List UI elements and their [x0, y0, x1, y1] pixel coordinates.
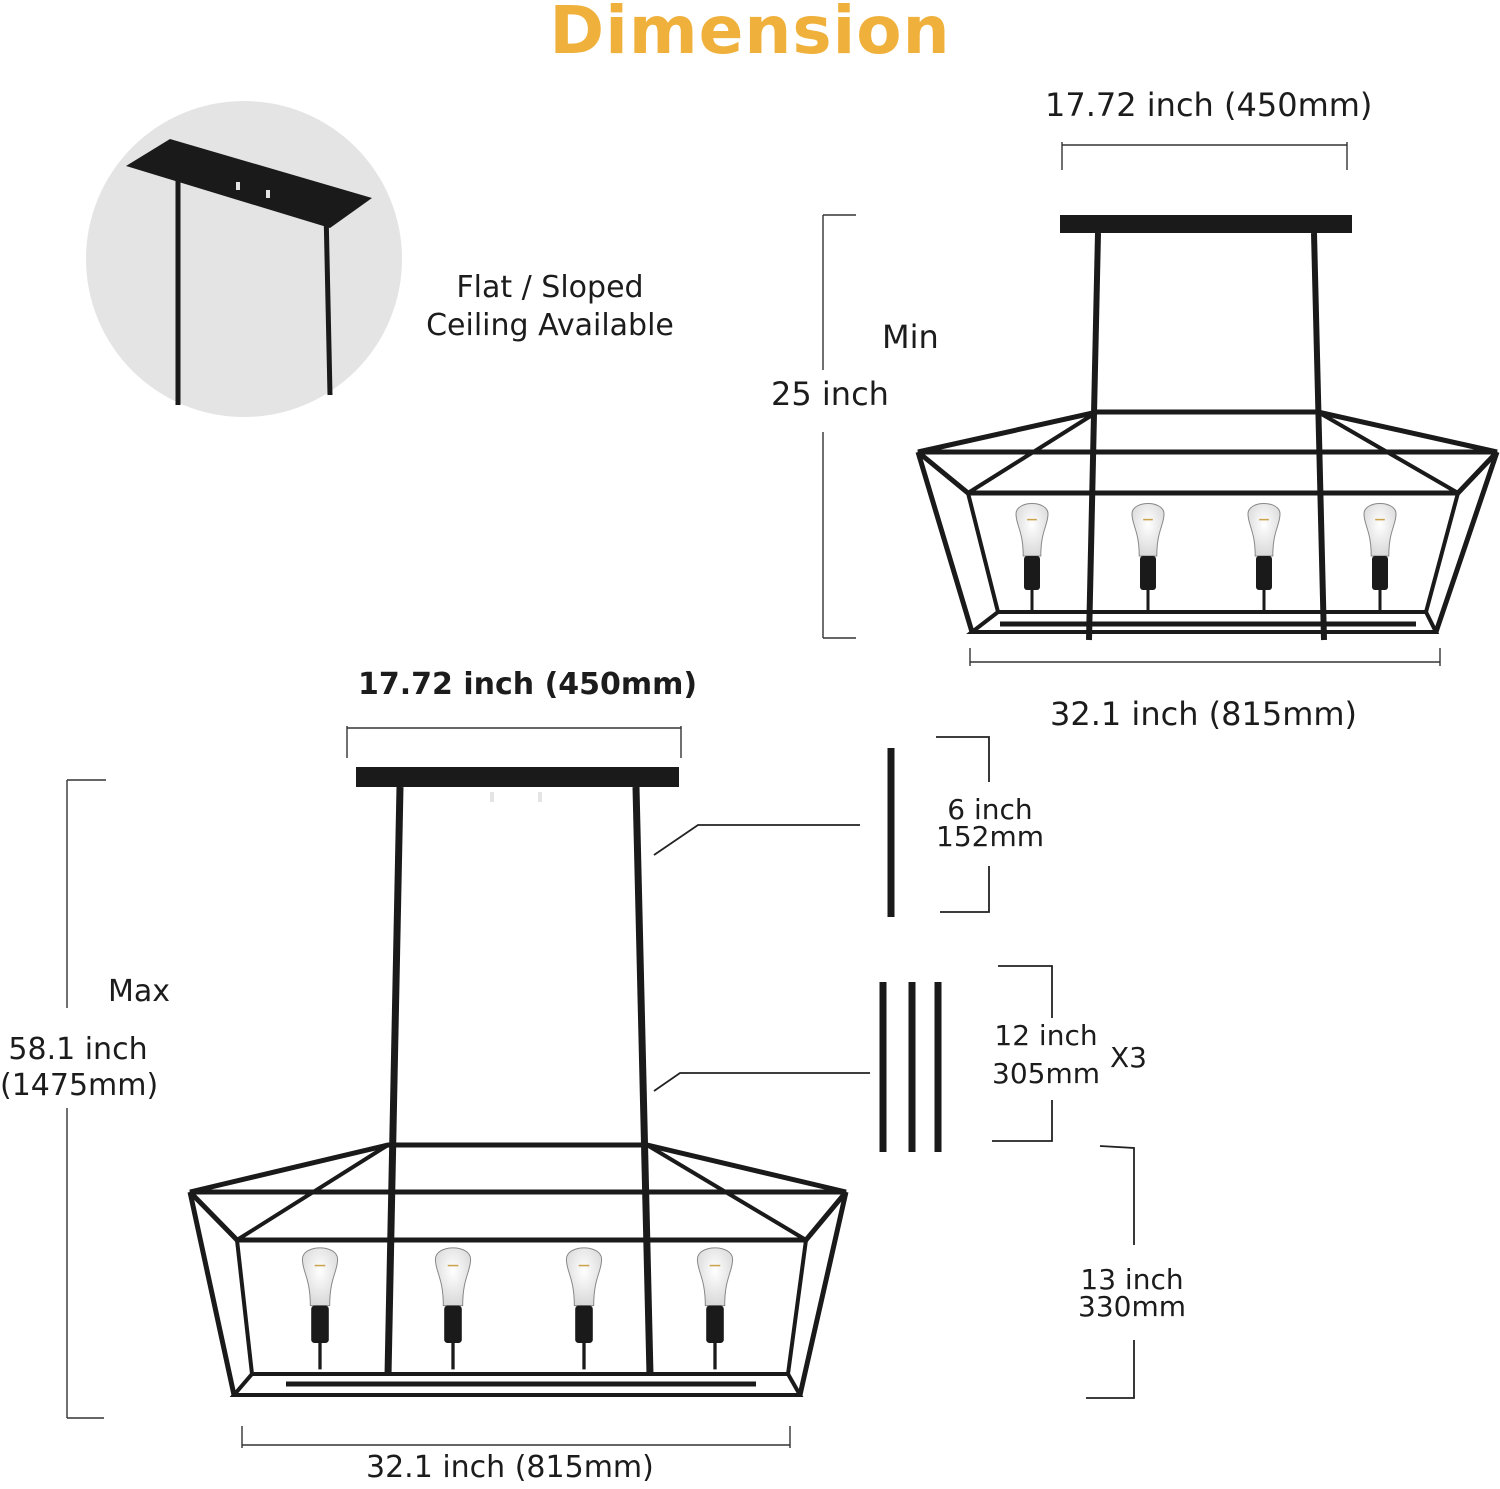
min-bulbs: [1015, 503, 1397, 614]
max-fixture: [187, 767, 849, 1397]
min-bulb-icon: [1131, 503, 1165, 614]
short-rod-label-line2: 152mm: [936, 820, 1044, 853]
min-dimension-lines: [822, 142, 1441, 666]
long-rod-label-line2: 305mm: [992, 1057, 1100, 1090]
max-dimension-lines: [66, 726, 791, 1448]
ceiling-detail-illustration: [86, 101, 402, 417]
page-title: Dimension: [549, 0, 951, 69]
max-bulb-icon: [696, 1247, 734, 1370]
max-top-width-label: 17.72 inch (450mm): [358, 667, 698, 702]
rod-leader-lines: [653, 824, 870, 1092]
short-rod-label-line1: 6 inch: [947, 793, 1033, 826]
ceiling-note-line2: Ceiling Available: [426, 308, 674, 343]
max-bulb-icon: [565, 1247, 603, 1370]
max-height-label-line1: 58.1 inch: [8, 1032, 148, 1067]
min-bulb-icon: [1363, 503, 1397, 614]
ceiling-note-line1: Flat / Sloped: [456, 270, 644, 305]
max-bottom-width-label: 32.1 inch (815mm): [366, 1450, 654, 1485]
cage-height-label-line2: 330mm: [1078, 1290, 1186, 1323]
max-bulb-icon: [301, 1247, 339, 1370]
max-height-label-line2: (1475mm): [0, 1068, 159, 1103]
min-bulb-icon: [1015, 503, 1049, 614]
min-label: Min: [882, 318, 939, 356]
max-bulbs: [301, 1247, 734, 1370]
min-height-label: 25 inch: [771, 375, 889, 413]
long-rod-quantity: X3: [1110, 1041, 1147, 1074]
max-label: Max: [108, 974, 171, 1009]
min-fixture: [915, 215, 1500, 641]
min-bulb-icon: [1247, 503, 1281, 614]
min-bottom-width-label: 32.1 inch (815mm): [1050, 695, 1358, 733]
max-bulb-icon: [434, 1247, 472, 1370]
min-top-width-label: 17.72 inch (450mm): [1045, 86, 1373, 124]
cage-height-label-line1: 13 inch: [1080, 1263, 1184, 1296]
rod-brackets: [936, 736, 1135, 1399]
long-rod-label-line1: 12 inch: [994, 1019, 1098, 1052]
rod-parts: [879, 748, 942, 1152]
